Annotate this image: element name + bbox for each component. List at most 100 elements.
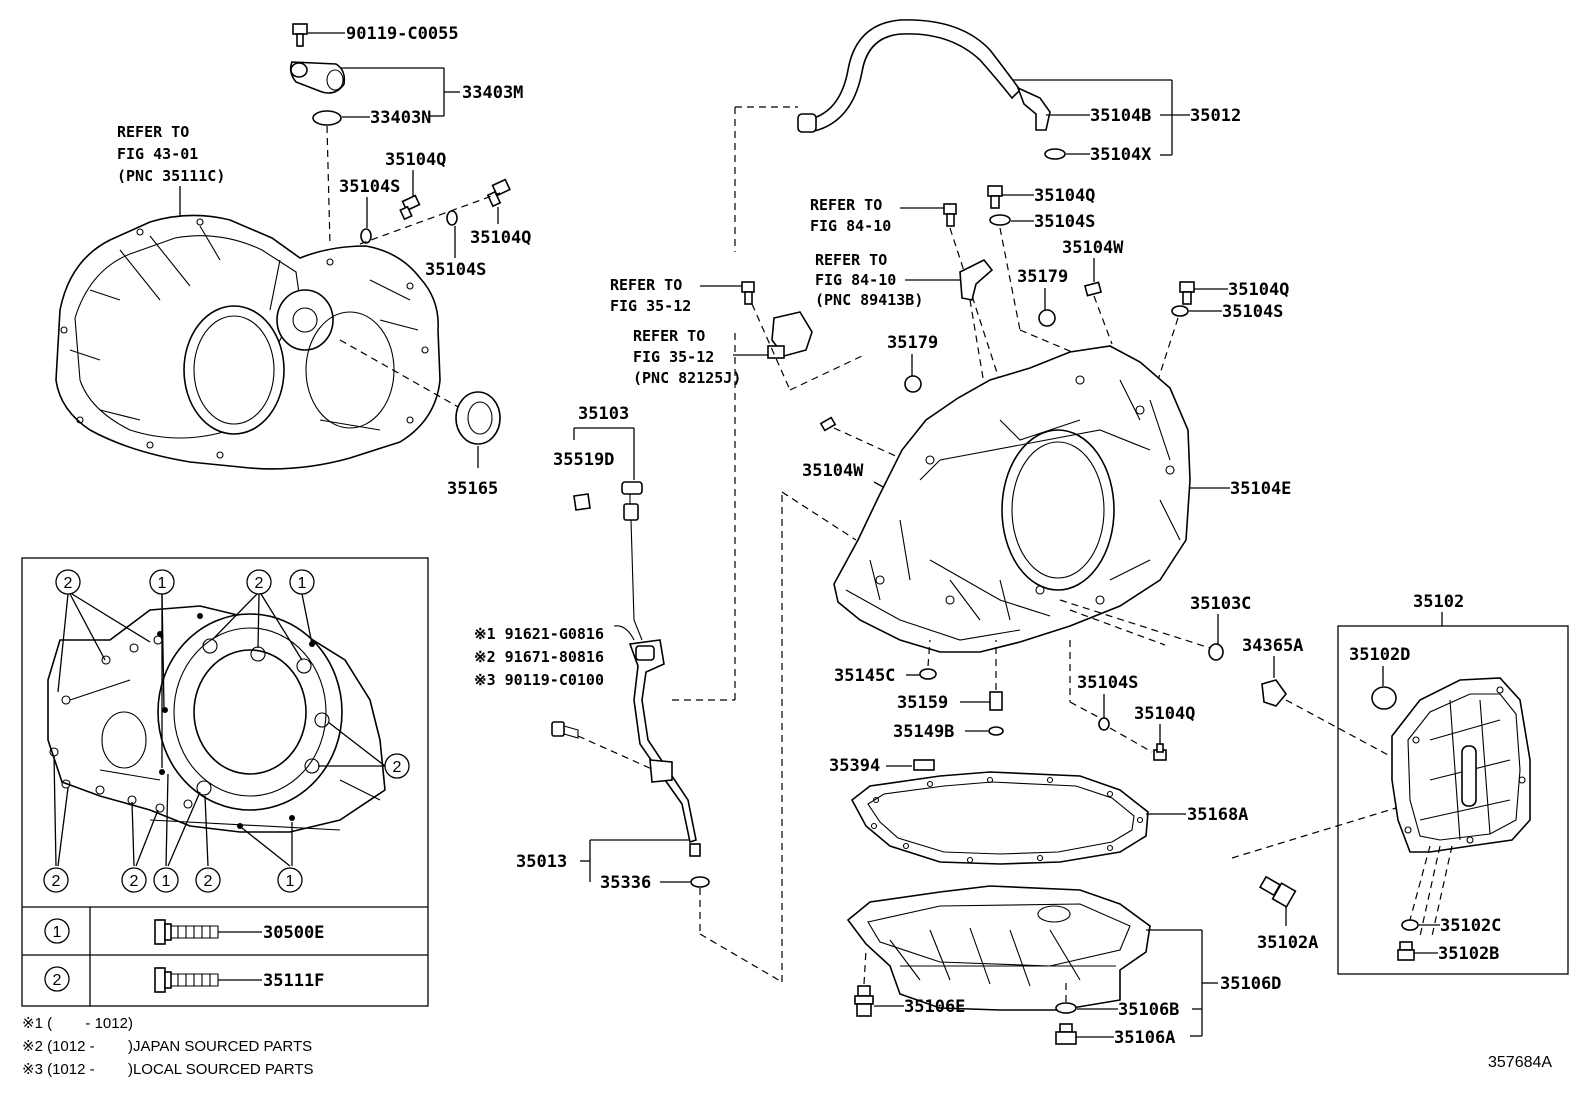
washer-icon xyxy=(988,726,1004,736)
o-ring-icon xyxy=(1044,148,1066,160)
extension-housing-icon xyxy=(1391,677,1531,853)
label-33403N: 33403N xyxy=(370,108,431,128)
o-ring-icon xyxy=(1208,643,1224,661)
svg-text:2: 2 xyxy=(64,575,73,592)
dowel-pin-icon xyxy=(1083,281,1103,297)
label-35104X: 35104X xyxy=(1090,145,1152,165)
svg-text:2: 2 xyxy=(52,873,61,890)
callout-2: 2 xyxy=(121,867,147,893)
bolt-icon xyxy=(943,203,957,227)
ref-fig-35-12-b-line1: REFER TO xyxy=(633,327,705,345)
o-ring-icon xyxy=(1401,919,1419,931)
label-90119-C0055: 90119-C0055 xyxy=(346,24,459,44)
bolt-icon xyxy=(1258,875,1297,908)
label-35104S-d: 35104S xyxy=(1222,302,1283,322)
label-35106E: 35106E xyxy=(904,997,965,1017)
ref-fig-35-12-a-line1: REFER TO xyxy=(610,276,682,294)
footnote-1: ※1 ( - 1012) xyxy=(22,1015,133,1032)
ref-fig-84-10-a-line2: FIG 84-10 xyxy=(810,217,891,235)
speed-sensor-icon xyxy=(767,311,813,359)
label-35104S-e: 35104S xyxy=(1077,673,1138,693)
label-90119-C0100: ※3 90119-C0100 xyxy=(474,671,604,689)
o-ring-icon xyxy=(446,210,458,226)
bolt-icon xyxy=(987,185,1003,209)
ref-fig-35-12-b-line3: (PNC 82125J) xyxy=(633,369,741,387)
callout-1: 1 xyxy=(289,569,315,595)
transaxle-housing-group: 90119-C0055 33403M 33403N REFER TO FIG 4… xyxy=(55,23,531,499)
footnote-3: ※3 (1012 - )LOCAL SOURCED PARTS xyxy=(22,1061,314,1078)
clip-icon xyxy=(573,493,591,511)
bushing-icon xyxy=(1038,309,1056,327)
ref-fig-84-10-b-line1: REFER TO xyxy=(815,251,887,269)
speed-sensor-icon xyxy=(959,258,994,301)
callout-2: 2 xyxy=(55,569,81,595)
flange-bolt-icon xyxy=(154,967,219,993)
label-35106D: 35106D xyxy=(1220,974,1281,994)
o-ring-icon xyxy=(360,228,372,244)
svg-text:1: 1 xyxy=(158,575,167,592)
bolt-icon xyxy=(741,281,755,305)
oil-level-gauge-group: 35104B 35012 35104X REFER TO FIG 35-12 R… xyxy=(474,19,1241,983)
o-ring-icon xyxy=(312,110,342,126)
callout-1: 1 xyxy=(277,867,303,893)
breather-hose-icon xyxy=(804,19,1022,133)
svg-text:1: 1 xyxy=(286,873,295,890)
bolt-icon xyxy=(1153,743,1167,761)
svg-text:2: 2 xyxy=(130,873,139,890)
label-35104W-a: 35104W xyxy=(1062,238,1124,258)
legend-row-2: 2 35111F xyxy=(44,966,324,993)
label-35102C: 35102C xyxy=(1440,916,1501,936)
label-35012: 35012 xyxy=(1190,106,1241,126)
bolt-icon xyxy=(854,985,874,1017)
bolt-icon xyxy=(486,178,511,208)
label-35106B: 35106B xyxy=(1118,1000,1179,1020)
extension-housing-group: 35102 35102D 34365A 35102C 35 xyxy=(1231,592,1569,975)
label-35104E: 35104E xyxy=(1230,479,1291,499)
oil-pan-icon xyxy=(846,885,1151,1011)
callout-2: 2 xyxy=(195,867,221,893)
ref-fig-43-01-line3: (PNC 35111C) xyxy=(117,167,225,185)
label-35336: 35336 xyxy=(600,873,651,893)
label-33403M: 33403M xyxy=(462,83,523,103)
label-35102D: 35102D xyxy=(1349,645,1410,665)
label-35104Q-b: 35104Q xyxy=(470,228,531,248)
oil-filler-tube-icon xyxy=(628,639,701,857)
oil-pan-gasket-icon xyxy=(850,771,1149,865)
transaxle-housing-icon xyxy=(55,214,441,470)
bracket-icon xyxy=(1261,679,1288,707)
dipstick-icon xyxy=(621,481,643,641)
transaxle-case-group: REFER TO FIG 84-10 REFER TO FIG 84-10 (P… xyxy=(802,185,1291,1048)
label-35104Q-e: 35104Q xyxy=(1134,704,1195,724)
callout-2: 2 xyxy=(384,753,410,779)
legend-part-30500E: 30500E xyxy=(263,923,324,943)
bolt-icon xyxy=(399,194,421,221)
bolt-location-inset: 2 1 2 1 2 2 2 1 2 1 1 30500E 2 xyxy=(21,557,429,1007)
label-35168A: 35168A xyxy=(1187,805,1248,825)
oil-seal-icon xyxy=(455,391,501,445)
callout-1: 1 xyxy=(153,867,179,893)
label-35102B: 35102B xyxy=(1438,944,1499,964)
label-35104Q-c: 35104Q xyxy=(1034,186,1095,206)
label-35104Q-a: 35104Q xyxy=(385,150,446,170)
label-34365A: 34365A xyxy=(1242,636,1303,656)
drain-plug-icon xyxy=(1055,1023,1077,1045)
ref-fig-84-10-b-line3: (PNC 89413B) xyxy=(815,291,923,309)
valve-spring-icon xyxy=(989,691,1003,711)
legend-part-35111F: 35111F xyxy=(263,971,324,991)
sleeve-icon xyxy=(289,61,346,94)
bolt-icon xyxy=(551,721,579,739)
footnote-2: ※2 (1012 - )JAPAN SOURCED PARTS xyxy=(22,1038,312,1055)
label-35394: 35394 xyxy=(829,756,880,776)
ref-fig-35-12-a-line2: FIG 35-12 xyxy=(610,297,691,315)
ref-fig-84-10-b-line2: FIG 84-10 xyxy=(815,271,896,289)
label-35103: 35103 xyxy=(578,404,629,424)
label-91671-80816: ※2 91671-80816 xyxy=(474,648,604,666)
label-35149B: 35149B xyxy=(893,722,954,742)
label-35165: 35165 xyxy=(447,479,498,499)
callout-2: 2 xyxy=(43,867,69,893)
label-35519D: 35519D xyxy=(553,450,614,470)
gasket-washer-icon xyxy=(1055,1002,1077,1014)
label-35145C: 35145C xyxy=(834,666,895,686)
label-91621-G0816: ※1 91621-G0816 xyxy=(474,625,604,643)
